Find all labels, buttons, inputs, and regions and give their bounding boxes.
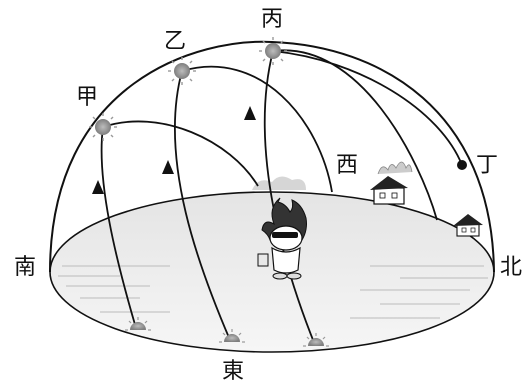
label-west: 西 — [336, 153, 358, 178]
mascot-figure — [257, 197, 307, 280]
label-south: 南 — [14, 255, 36, 280]
path-b-rising — [174, 70, 231, 341]
arrow-b — [162, 160, 174, 174]
rising-sun-icon — [125, 317, 329, 347]
arrow-a — [92, 180, 104, 194]
ground-hatching — [58, 265, 488, 319]
cloud — [252, 176, 306, 190]
point-d-marker — [457, 160, 467, 170]
sun-paths — [100, 49, 463, 346]
label-point-b: 乙 — [164, 29, 186, 54]
label-point-d: 丁 — [476, 153, 498, 178]
house-icon — [370, 161, 413, 205]
house-icon — [453, 214, 483, 237]
arrow-c — [244, 106, 256, 120]
path-a-rising — [100, 126, 137, 329]
path-c-setting — [272, 49, 438, 221]
label-east: 東 — [222, 359, 244, 384]
sun-icon — [168, 57, 196, 85]
sun-icon — [89, 113, 117, 141]
sun-icon — [259, 37, 287, 65]
path-a-setting — [102, 120, 259, 187]
label-point-c: 丙 — [261, 7, 283, 32]
direction-arrows — [92, 106, 256, 194]
path-d — [272, 50, 463, 166]
path-b-setting — [181, 65, 333, 193]
outer-arc — [49, 40, 495, 273]
label-north: 北 — [500, 255, 522, 280]
label-point-a: 甲 — [76, 85, 98, 110]
